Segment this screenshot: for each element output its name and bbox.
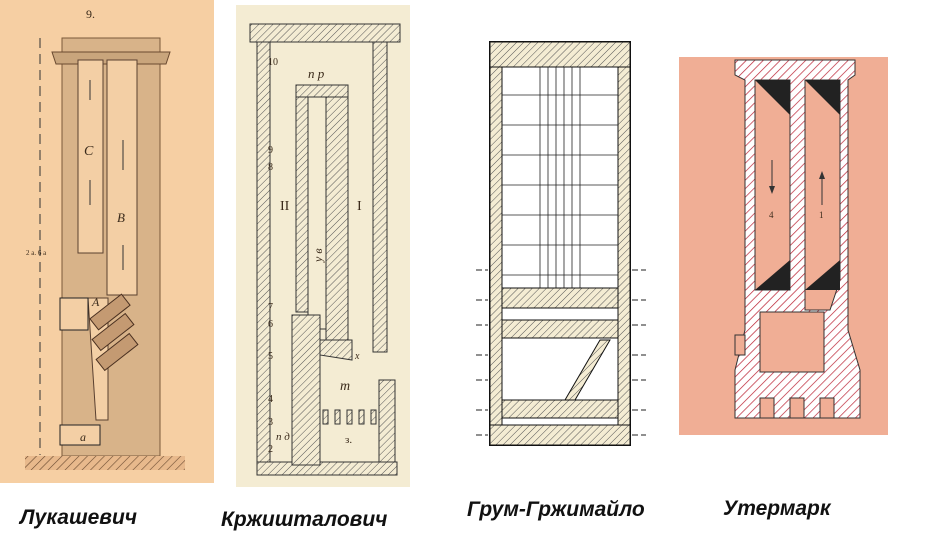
label-1: 1 <box>819 210 824 220</box>
mark-6: 6 <box>268 319 273 330</box>
caption-grum-grzhimailo: Грум-Гржимайло <box>467 498 645 521</box>
caption-krzhishtalovich: Кржишталович <box>221 508 388 531</box>
mark-8: 8 <box>268 162 273 173</box>
label-c: C <box>84 144 94 159</box>
mark-5: 5 <box>268 351 273 362</box>
label-nd: n д <box>276 431 290 443</box>
label-ye: y в <box>311 248 325 263</box>
caption-utermark: Утермарк <box>723 497 831 520</box>
label-m: m <box>340 379 350 394</box>
mark-2: 2 <box>268 444 273 455</box>
height-label: 2 a. 6 a <box>26 249 47 257</box>
mark-7: 7 <box>268 302 273 313</box>
label-i: I <box>357 199 362 214</box>
label-a-lower: a <box>80 430 86 444</box>
label-ii: II <box>280 199 290 214</box>
label-a-upper: A <box>91 295 100 309</box>
mark-3: 3 <box>268 417 273 428</box>
diagram-utermark: 4 1 <box>679 57 888 435</box>
label-b: B <box>117 210 125 225</box>
label-np: n p <box>308 66 325 81</box>
label-z: з. <box>345 434 352 446</box>
diagram-grum-grzhimailo <box>466 35 656 455</box>
diagram-lukashevich: 9. 2 a. 6 a C B A a <box>0 0 214 483</box>
figure-number: 9. <box>86 7 95 21</box>
diagram-krzhishtalovich: 10 9 8 7 6 5 4 3 2 n p II I y в x m n д … <box>236 5 410 487</box>
caption-lukashevich: Лукашевич <box>20 506 138 529</box>
label-x: x <box>354 351 360 362</box>
mark-10: 10 <box>268 57 278 68</box>
label-4: 4 <box>769 210 774 220</box>
mark-9: 9 <box>268 145 273 156</box>
mark-4: 4 <box>268 394 273 405</box>
